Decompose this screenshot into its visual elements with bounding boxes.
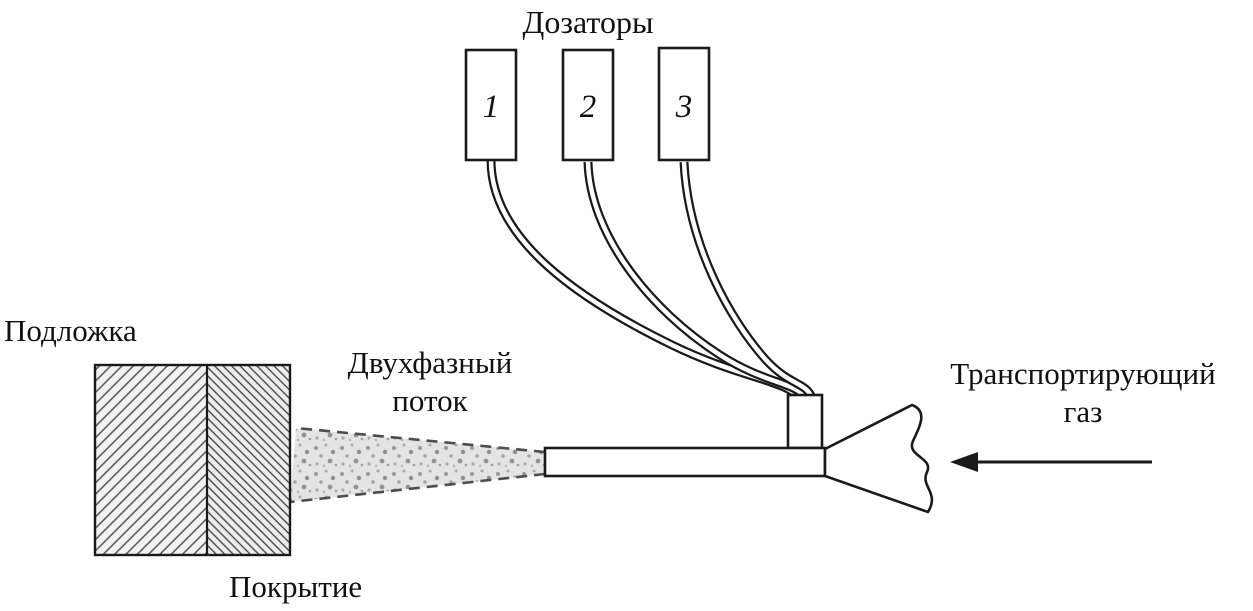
gas-flow-arrow (950, 452, 1152, 472)
dosers-title: Дозаторы (523, 4, 654, 40)
feed-tube-1-outer (486, 159, 804, 402)
gas-arrow-head (950, 452, 978, 472)
feed-tube-1-inner (488, 159, 802, 400)
substrate-outline (93, 363, 292, 557)
transport-gas-label-line1: Транспортирующий (950, 356, 1215, 391)
two-phase-flow-label-line2: поток (392, 383, 468, 418)
spray-cone-top-edge (295, 426, 546, 454)
nozzle-tube (543, 446, 827, 478)
coating-layer (207, 365, 290, 555)
doser-2-number: 2 (580, 89, 597, 125)
doser-box-2 (561, 48, 615, 162)
feed-tube-3-inner (681, 161, 815, 399)
substrate-label: Подложка (4, 313, 137, 348)
doser-box-3 (657, 46, 711, 162)
tube-connector-block (786, 393, 824, 450)
doser-1-number: 1 (483, 89, 500, 125)
transport-gas-label-line2: газ (1064, 394, 1103, 429)
spray-cone-bottom-edge (289, 472, 546, 504)
doser-boxes: 1 2 3 (464, 46, 711, 162)
two-phase-flow-label-line1: Двухфазный (348, 345, 513, 380)
feed-tubes (486, 159, 817, 402)
coating-label: Покрытие (229, 569, 362, 604)
doser-3-number: 3 (675, 89, 693, 125)
spray-cone (289, 426, 546, 504)
gas-funnel (823, 403, 934, 514)
feed-tube-2-inner (585, 161, 808, 400)
substrate-block (95, 365, 207, 555)
doser-box-1 (464, 48, 518, 162)
substrate-assembly (93, 363, 292, 557)
